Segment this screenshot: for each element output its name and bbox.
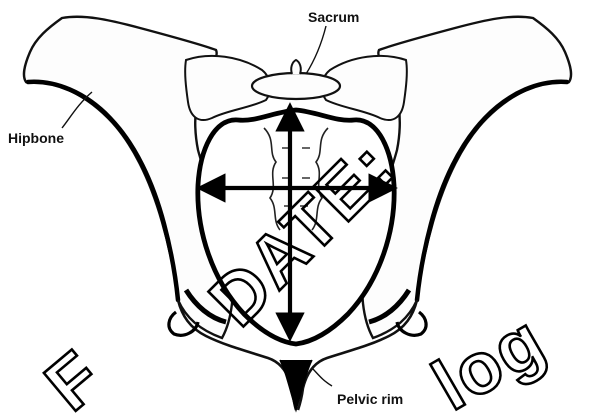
sacral-spine	[291, 60, 301, 74]
watermark-right: log	[420, 300, 559, 417]
sacrum-leader-line	[306, 26, 326, 74]
watermark-left: F	[31, 335, 118, 417]
label-sacrum: Sacrum	[308, 9, 359, 25]
label-hipbone: Hipbone	[8, 130, 64, 146]
pubic-symphysis	[280, 360, 312, 410]
pelvic-rim-leader-line	[312, 368, 332, 386]
sacral-promontory	[252, 73, 340, 99]
label-pelvic-rim: Pelvic rim	[337, 391, 403, 407]
